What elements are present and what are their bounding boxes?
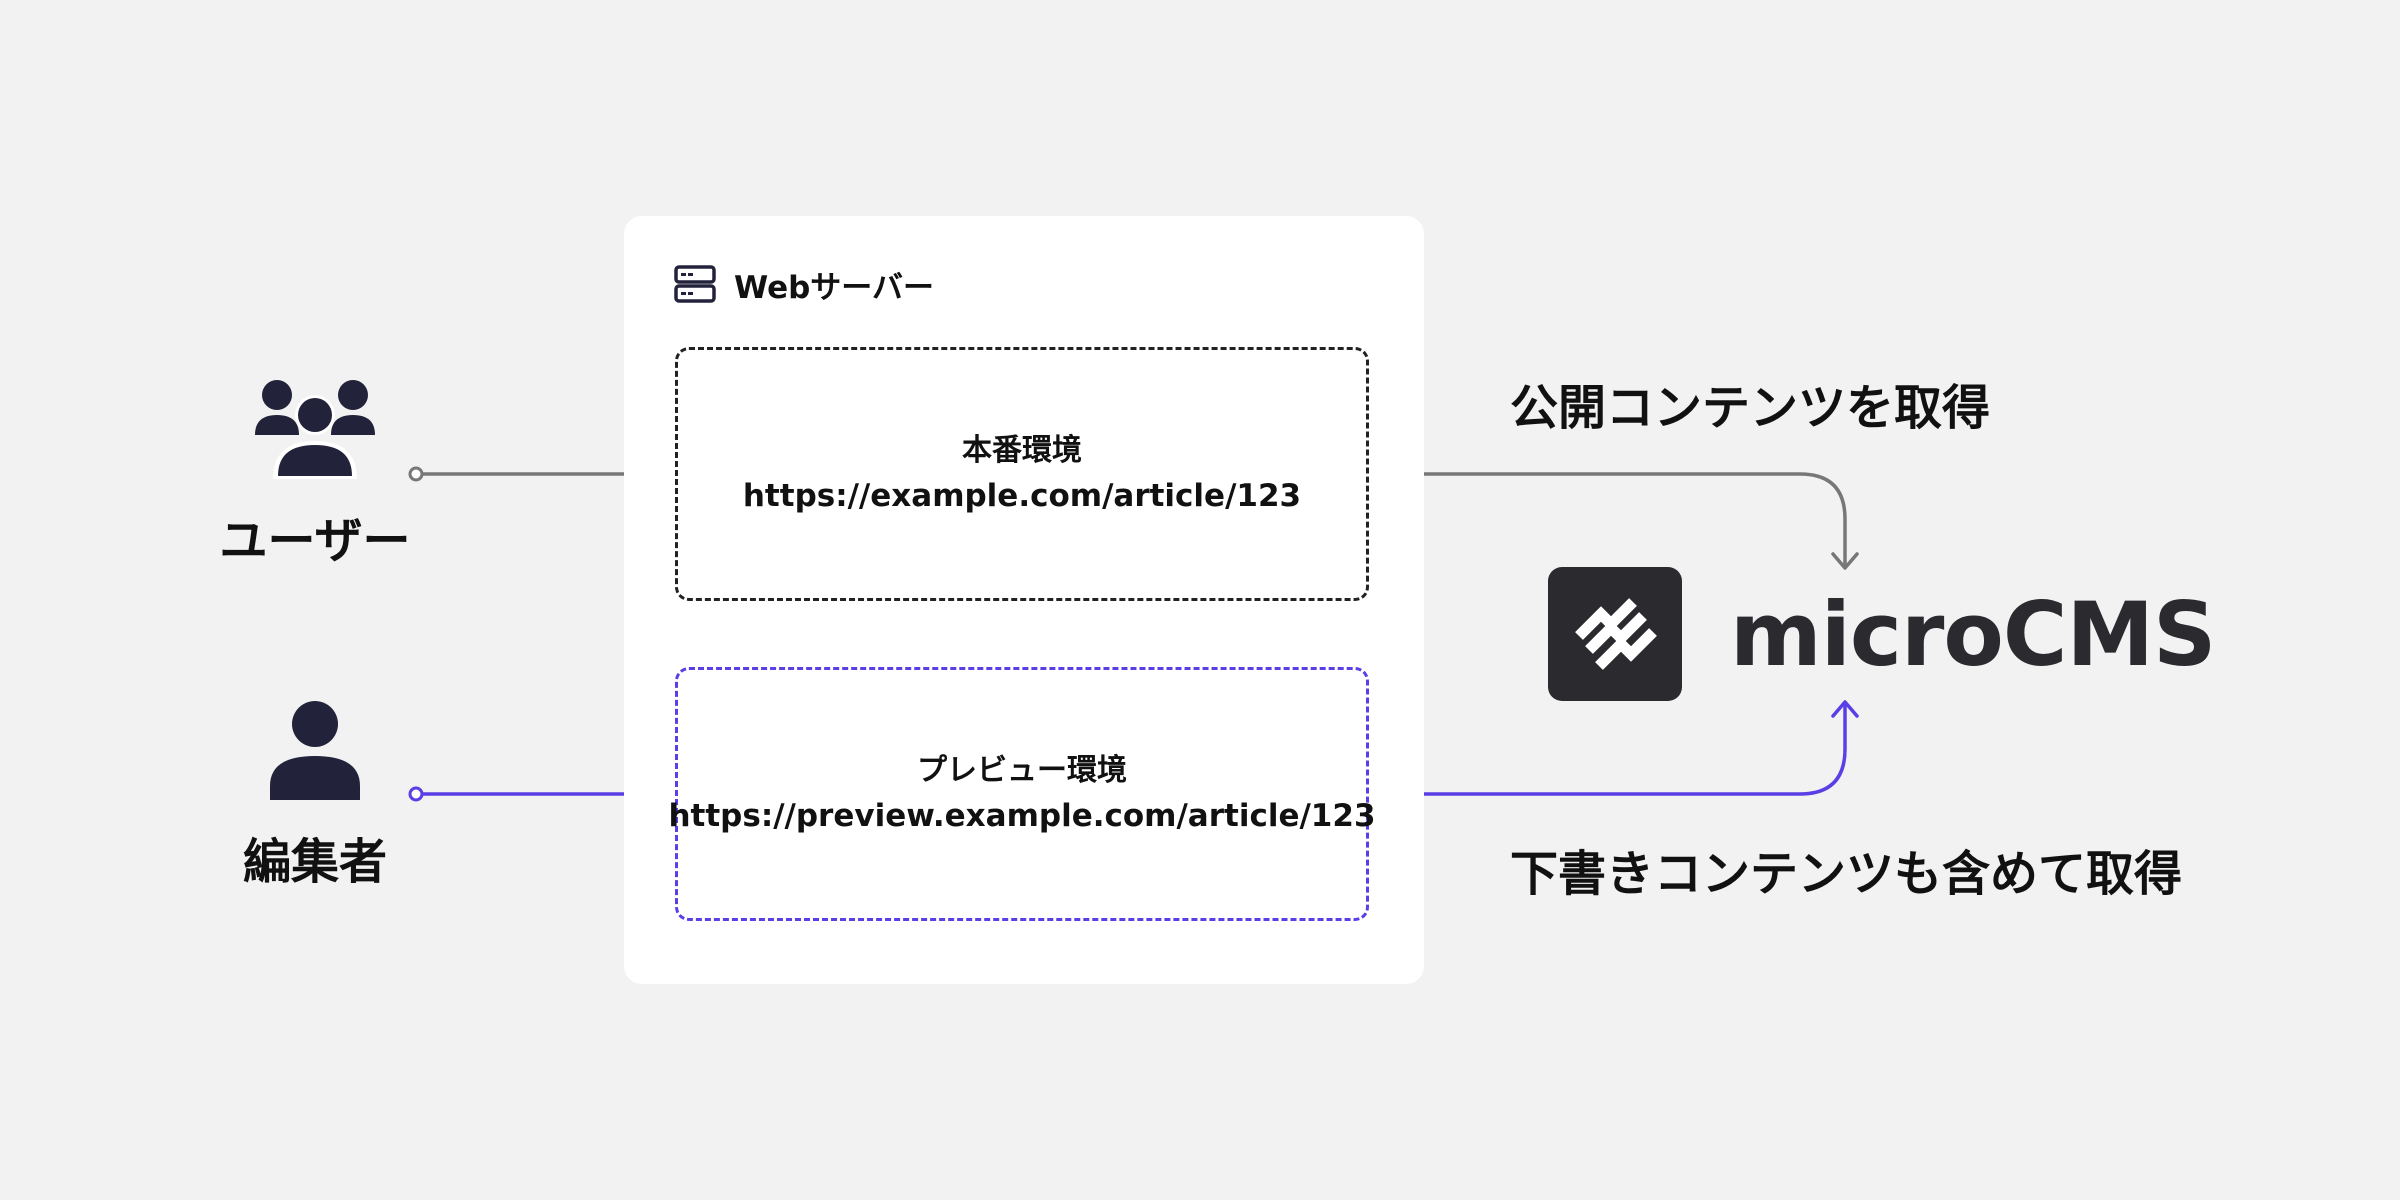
microcms-wordmark: microCMS — [1730, 582, 2216, 686]
web-server-title: Webサーバー — [734, 269, 934, 306]
user-icon — [270, 701, 360, 800]
server-icon — [674, 265, 716, 303]
microcms-logo: microCMS — [1548, 566, 2216, 702]
preview-environment-url: https://preview.example.com/article/123 — [668, 798, 1376, 834]
published-content-label: 公開コンテンツを取得 — [1510, 380, 1991, 436]
actor-editor: 編集者 — [195, 700, 435, 892]
preview-environment-box: プレビュー環境 https://preview.example.com/arti… — [668, 667, 1376, 921]
preview-environment-name: プレビュー環境 — [917, 753, 1127, 788]
production-environment-box: 本番環境 https://example.com/article/123 — [675, 347, 1369, 601]
production-to-cms-arrow — [1366, 466, 1859, 570]
web-server-header: Webサーバー — [674, 260, 934, 308]
users-label: ユーザー — [219, 513, 411, 569]
microcms-logo-icon — [1548, 567, 1682, 701]
users-group-icon — [255, 380, 375, 479]
actor-users: ユーザー — [195, 375, 435, 571]
draft-content-label: 下書きコンテンツも含めて取得 — [1510, 846, 2183, 902]
web-server-panel: Webサーバー 本番環境 https://example.com/article… — [624, 216, 1424, 984]
preview-to-cms-arrow — [1366, 700, 1859, 802]
editor-label: 編集者 — [242, 834, 387, 890]
production-environment-url: https://example.com/article/123 — [742, 478, 1302, 514]
production-environment-name: 本番環境 — [962, 433, 1082, 468]
